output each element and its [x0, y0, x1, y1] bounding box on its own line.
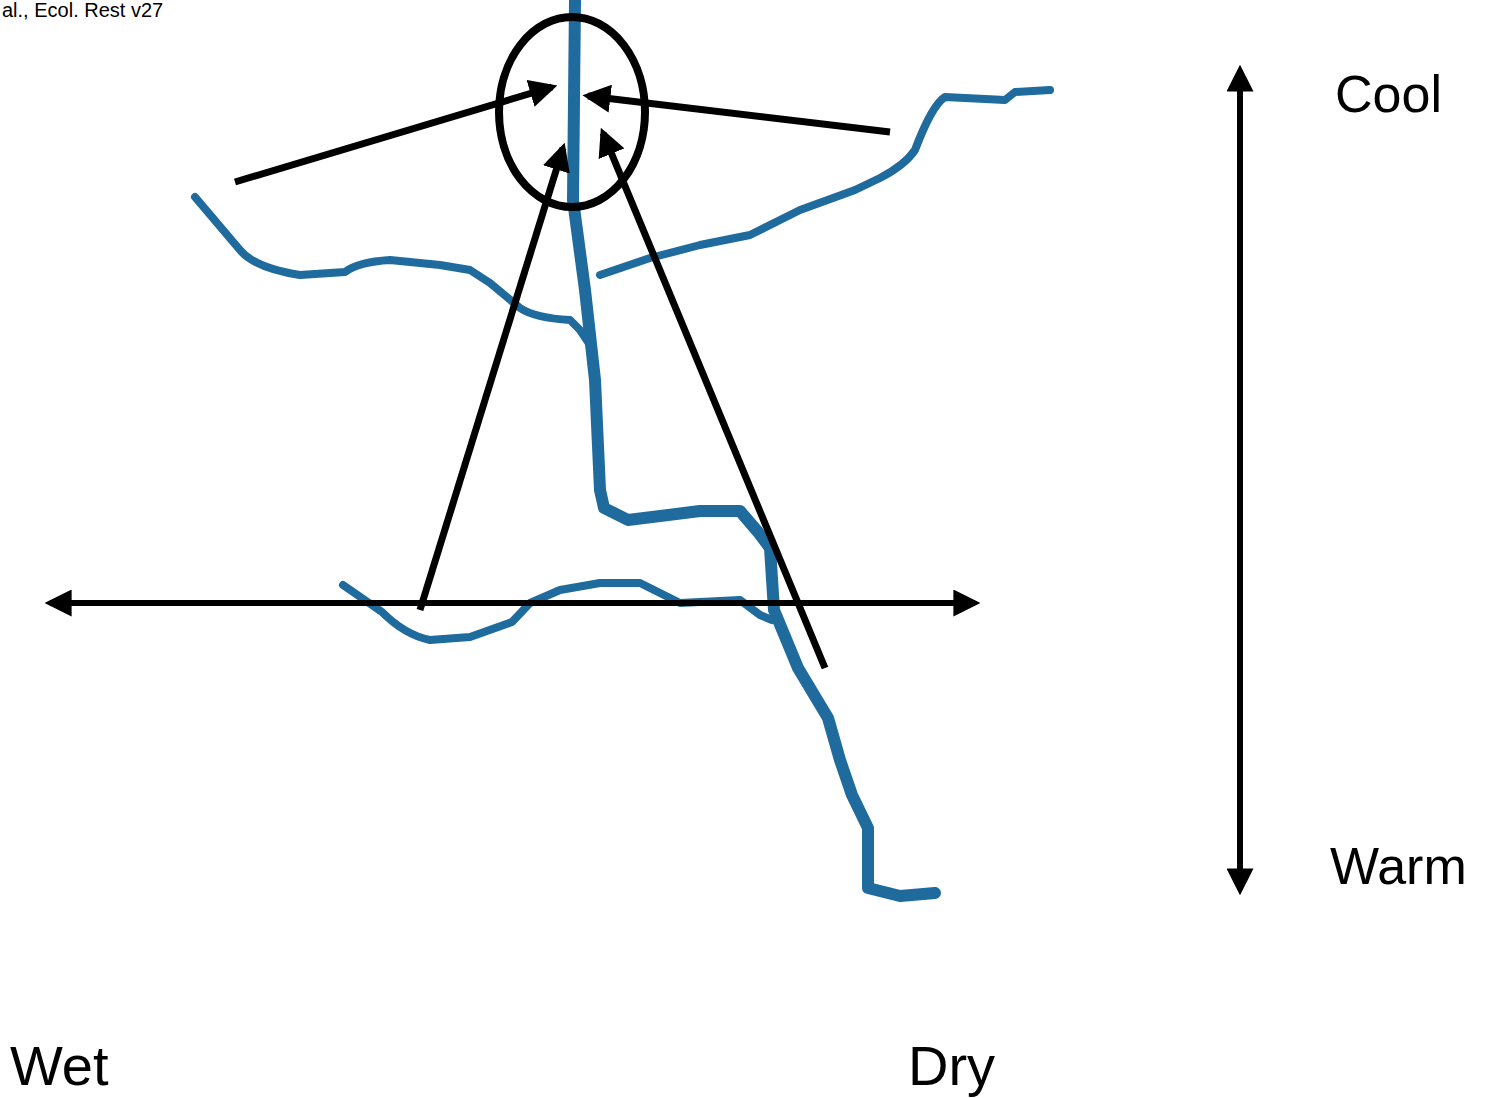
shift-arrow [235, 87, 552, 182]
shift-arrow [420, 148, 563, 610]
shift-arrow [603, 133, 825, 668]
axis-label: Warm [1330, 840, 1467, 892]
citation-note: al., Ecol. Rest v27 [2, 0, 163, 20]
tributary-stream [343, 583, 772, 640]
axis-label: Cool [1335, 68, 1442, 120]
shift-arrow [588, 96, 890, 132]
axis-label: Wet [10, 1038, 109, 1094]
temperature-axis [1237, 70, 1243, 890]
moisture-axis [50, 600, 975, 606]
axis-label: Dry [908, 1038, 995, 1094]
main-stream [573, 0, 935, 896]
tributary-stream [195, 197, 590, 345]
tributary-stream [600, 90, 1050, 275]
